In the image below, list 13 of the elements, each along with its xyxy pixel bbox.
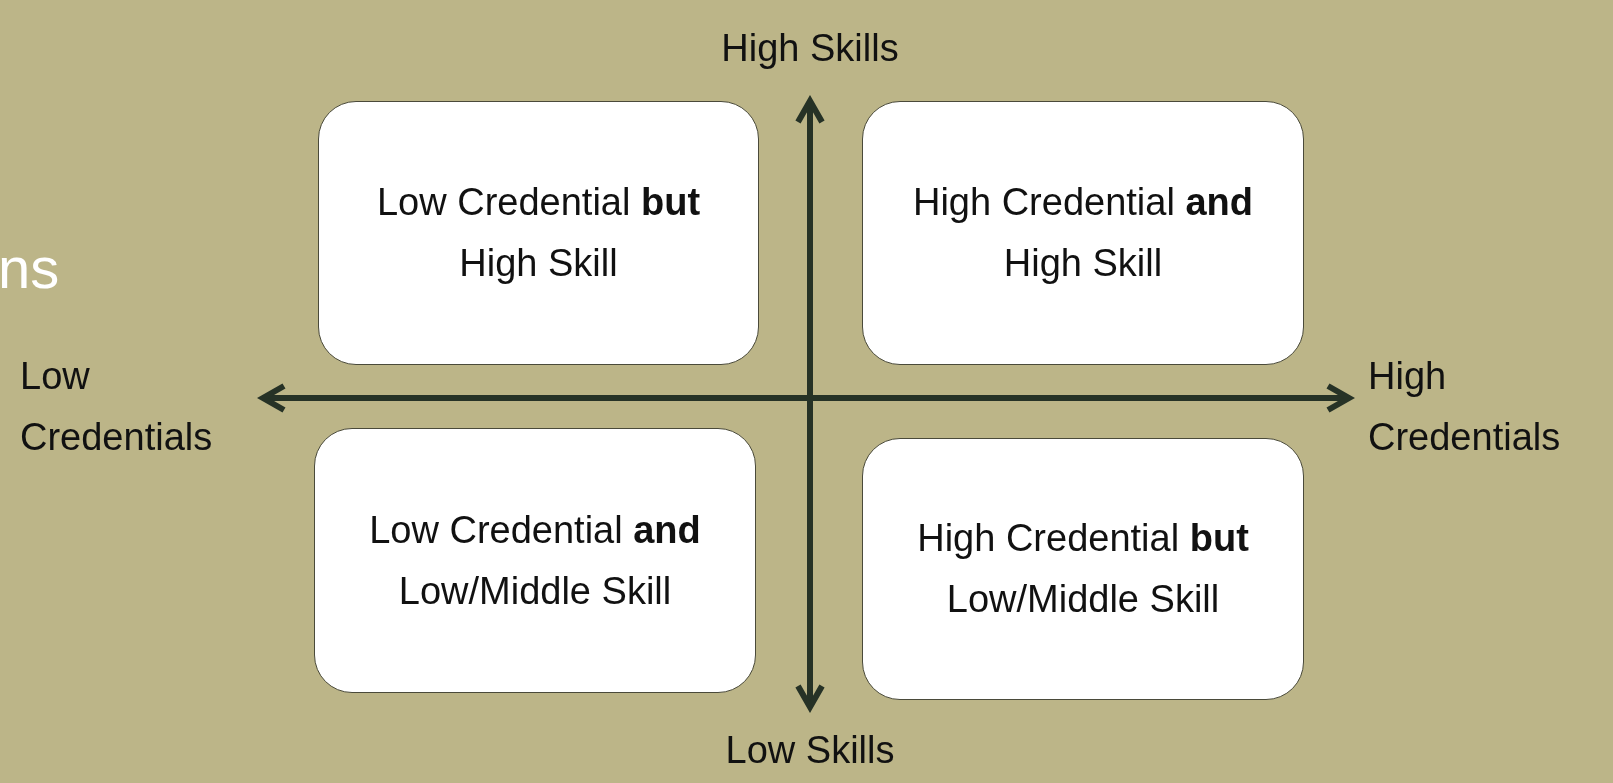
- quadrant-text: High Credential but Low/Middle Skill: [916, 516, 1250, 622]
- axis-label: High Credentials: [1368, 354, 1562, 460]
- axis-label: Low Skills: [724, 728, 896, 773]
- axis-label: High Skills: [720, 26, 900, 71]
- quadrant-box: [862, 438, 1304, 700]
- quadrant-box: [314, 428, 756, 693]
- quadrant-text: Low Credential and Low/Middle Skill: [368, 507, 702, 614]
- quadrant-box: [862, 101, 1304, 365]
- axis-label: Low Credentials: [20, 354, 214, 460]
- partial-title: ns: [0, 234, 61, 302]
- quadrant-text: High Credential and High Skill: [911, 180, 1254, 286]
- quadrant-text: Low Credential but High Skill: [375, 180, 702, 286]
- quadrant-box: [318, 101, 759, 365]
